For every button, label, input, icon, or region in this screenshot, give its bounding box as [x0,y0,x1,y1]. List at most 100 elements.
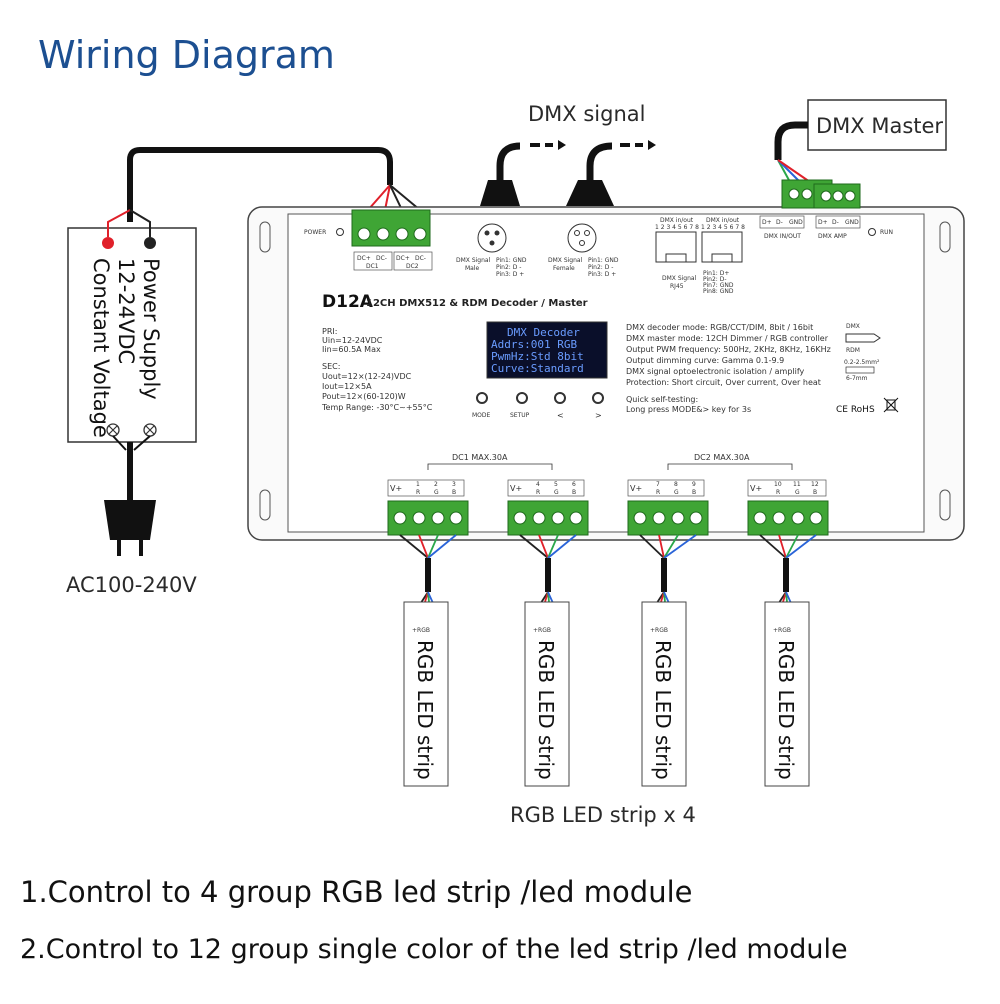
dc-term-4: DC- [415,255,426,262]
xlr-male-label-1: DMX Signal [456,257,491,264]
rj45-pin-8: Pin8: GND [703,288,734,295]
group4-col-g: G [795,489,800,496]
strip-4-label: RGB LED strip [774,640,798,780]
dmx-signal-label: DMX signal [528,102,645,126]
xlr-female-pin-2: Pin2: D - [588,264,613,271]
strip-2-label: RGB LED strip [534,640,558,780]
setup-button[interactable] [516,392,528,404]
xlr-male-pin-3: Pin3: D + [496,271,524,278]
rj45-port-1-label: DMX in/out [660,217,694,224]
ps-negative-terminal [144,237,156,249]
group1-v: V+ [390,484,402,493]
spec-3: Output PWM frequency: 500Hz, 2KHz, 8KHz,… [626,345,831,354]
dc1-output-label: DC1 MAX.30A [452,453,508,462]
wire-spec-2: 6-7mm [846,375,868,382]
left-button[interactable] [554,392,566,404]
group2-ch-3: 6 [572,481,576,488]
xlr-cable-female-icon [566,140,656,206]
mode-button[interactable] [476,392,488,404]
left-button-label: < [557,411,564,420]
setup-button-label: SETUP [510,412,530,419]
pri-line-3: Iin=60.5A Max [322,345,381,354]
ps-positive-terminal [102,237,114,249]
ps-line-2: 12-24VDC [114,258,138,364]
rj45-pin-1: Pin1: D+ [703,270,729,277]
note-1: 1.Control to 4 group RGB led strip /led … [20,875,692,909]
group4-col-b: B [813,489,817,496]
group3-v: V+ [630,484,642,493]
led-strip-4: +RGB RGB LED strip [764,601,810,787]
device-name: 12CH DMX512 & RDM Decoder / Master [366,298,588,309]
channel-group-1: V+ 1 2 3 R G B [387,479,469,536]
mode-button-label: MODE [472,412,491,419]
strip-4-pins: +RGB [773,627,791,634]
sec-line-5: Temp Range: -30°C~+55°C [321,403,433,412]
strip-2-pins: +RGB [533,627,551,634]
run-led-label: RUN [880,229,893,236]
power-led-icon [336,228,344,236]
group1-ch-1: 1 [416,481,420,488]
page-title: Wiring Diagram [38,33,335,77]
xlr-cable-male-icon [480,140,566,206]
pri-line-1: PRI: [322,327,337,336]
rj45-label-2: RJ45 [670,283,684,290]
ps-line-1: Power Supply [139,258,163,400]
rj45-label-1: DMX Signal [662,275,697,282]
sec-line-2: Uout=12×(12-24)VDC [322,372,412,381]
group3-ch-3: 9 [692,481,696,488]
led-strip-3: +RGB RGB LED strip [641,601,687,787]
note-2: 2.Control to 12 group single color of th… [20,934,848,965]
group3-ch-2: 8 [674,481,678,488]
rj45-pin-2: Pin2: D- [703,276,727,283]
cert-label: CE RoHS [836,405,875,415]
channel-group-3: V+ 7 8 9 R G B [627,479,709,536]
group3-col-g: G [674,489,679,496]
dmx-amp-term-1: D+ [818,219,828,226]
xlr-male-port-icon [477,223,507,253]
group3-col-b: B [692,489,696,496]
dc1-label: DC1 [366,263,379,270]
spec-2: DMX master mode: 12CH Dimmer / RGB contr… [626,334,829,343]
rdm-badge: RDM [846,347,860,354]
group1-col-b: B [452,489,456,496]
ac-plug-icon [104,435,156,556]
xlr-male-pin-1: Pin1: GND [496,257,527,264]
dmx-amp-term-2: D- [832,219,839,226]
dmx-master-cable [774,121,811,183]
pri-line-2: Uin=12-24VDC [322,336,383,345]
group4-ch-2: 11 [793,481,801,488]
group2-col-b: B [572,489,576,496]
group2-col-g: G [554,489,559,496]
channel-group-2: V+ 4 5 6 R G B [507,479,589,536]
rj45-port-2-label: DMX in/out [706,217,740,224]
group4-ch-1: 10 [774,481,782,488]
strip-1-pins: +RGB [412,627,430,634]
dc-term-3: DC+ [396,255,410,262]
dmx-amp-label: DMX AMP [818,233,847,240]
rj45-port-1-pins: 1 2 3 4 5 6 7 8 [655,224,699,231]
dmx-inout-term-3: GND [789,219,803,226]
power-supply: Constant Voltage 12-24VDC Power Supply [67,227,197,443]
group4-col-r: R [776,489,780,496]
wire-strip-icon [845,366,875,374]
sec-line-1: SEC: [322,362,340,371]
channel-group-4: V+ 10 11 12 R G B [747,479,829,536]
dc-cable [107,147,421,237]
spec-5: DMX signal optoelectronic isolation / am… [626,367,805,376]
dmx-inout-term-2: D- [776,219,783,226]
xlr-male-pin-2: Pin2: D - [496,264,521,271]
dmx-badge: DMX [846,323,860,330]
dc-term-2: DC- [376,255,387,262]
right-button-label: > [595,411,602,420]
xlr-female-port-icon [567,223,597,253]
lcd-line-1: DMX Decoder [507,326,580,339]
wire-spec-1: 0.2-2.5mm² [844,359,880,366]
group2-ch-2: 5 [554,481,558,488]
group2-v: V+ [510,484,522,493]
xlr-female-label-1: DMX Signal [548,257,583,264]
spec-1: DMX decoder mode: RGB/CCT/DIM, 8bit / 16… [626,323,813,332]
dmx-amp-terminal [813,183,861,209]
group4-ch-3: 12 [811,481,819,488]
right-button[interactable] [592,392,604,404]
